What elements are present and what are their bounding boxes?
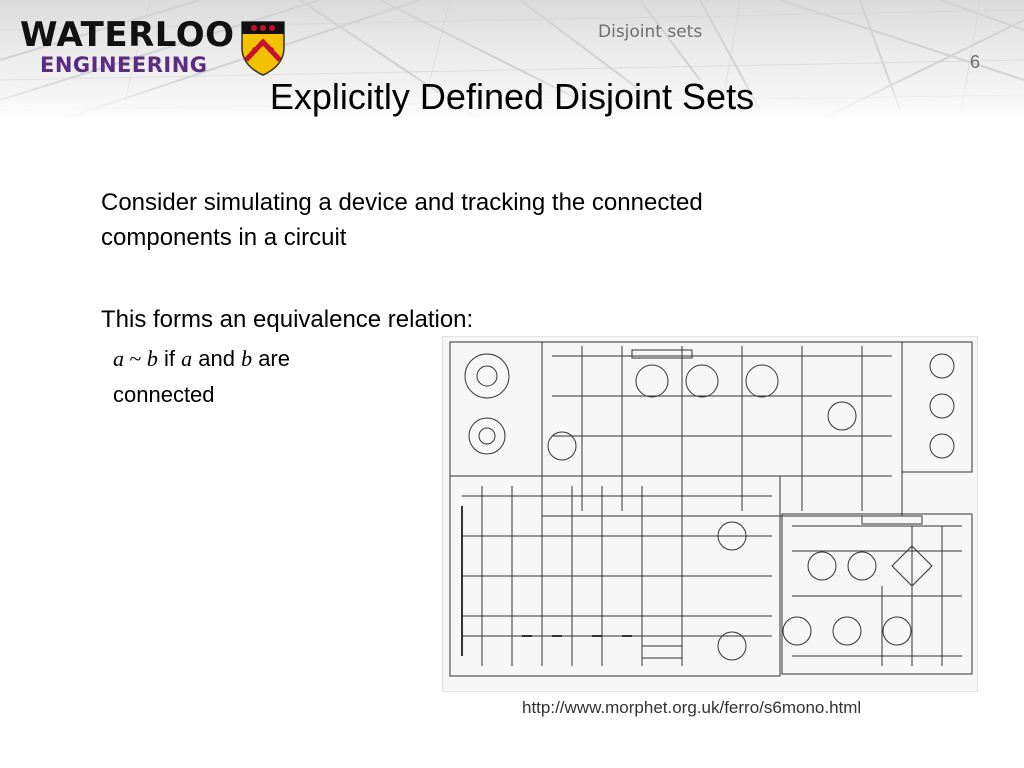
page-number: 6 bbox=[970, 52, 981, 72]
word-and: and bbox=[192, 346, 242, 371]
relation-line: a ~ b if a and b are bbox=[113, 346, 290, 372]
circuit-diagram-image bbox=[442, 336, 978, 692]
paragraph-line: Consider simulating a device and trackin… bbox=[101, 189, 703, 216]
tilde-symbol: ~ bbox=[124, 346, 147, 371]
glass-roof-background bbox=[0, 0, 1024, 120]
paragraph-circuit: Consider simulating a device and trackin… bbox=[101, 185, 703, 255]
var-b: b bbox=[146, 346, 158, 371]
word-are: are bbox=[252, 346, 290, 371]
university-crest-icon bbox=[241, 21, 285, 76]
logo-waterloo: WATERLOO bbox=[20, 15, 235, 55]
logo-engineering: ENGINEERING bbox=[40, 53, 208, 77]
paragraph-equivalence: This forms an equivalence relation: bbox=[101, 306, 474, 333]
word-if: if bbox=[157, 346, 182, 371]
image-credit-link[interactable]: http://www.morphet.org.uk/ferro/s6mono.h… bbox=[522, 698, 862, 717]
section-title: Disjoint sets bbox=[598, 22, 703, 42]
paragraph-line: components in a circuit bbox=[101, 224, 347, 251]
header-background bbox=[0, 0, 1024, 120]
var-b: b bbox=[241, 346, 253, 371]
var-a: a bbox=[181, 346, 193, 371]
var-a: a bbox=[113, 346, 124, 371]
relation-line-2: connected bbox=[113, 382, 215, 407]
slide-title: Explicitly Defined Disjoint Sets bbox=[269, 76, 755, 117]
